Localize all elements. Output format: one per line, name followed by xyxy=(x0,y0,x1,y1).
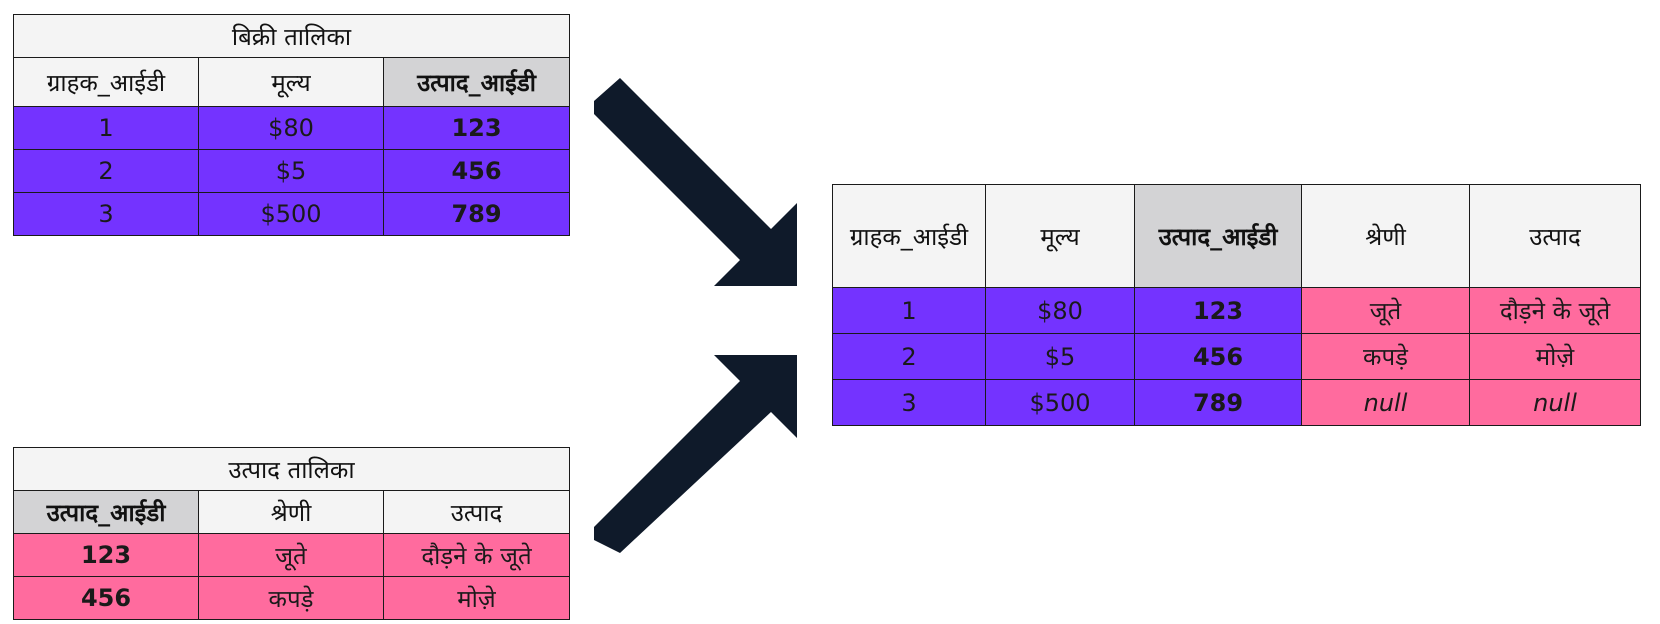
sales-table-caption: बिक्री तालिका xyxy=(13,14,570,58)
table-row: 123 जूते दौड़ने के जूते xyxy=(13,533,570,577)
product-cell-product: मोज़े xyxy=(383,576,570,620)
sales-header-product-id: उत्पाद_आईडी xyxy=(383,57,570,107)
product-table-caption-row: उत्पाद तालिका xyxy=(13,447,570,491)
product-header-product: उत्पाद xyxy=(383,490,570,534)
result-header-product: उत्पाद xyxy=(1469,184,1641,288)
sales-header-customer-id: ग्राहक_आईडी xyxy=(13,57,199,107)
product-table-header-row: उत्पाद_आईडी श्रेणी उत्पाद xyxy=(13,490,570,534)
product-cell-product-id: 456 xyxy=(13,576,199,620)
result-cell-customer-id: 2 xyxy=(832,333,986,380)
result-cell-category: null xyxy=(1301,379,1470,426)
sales-table-caption-row: बिक्री तालिका xyxy=(13,14,570,58)
result-cell-customer-id: 1 xyxy=(832,287,986,334)
table-row: 1 $80 123 xyxy=(13,106,570,150)
result-table-header-row: ग्राहक_आईडी मूल्य उत्पाद_आईडी श्रेणी उत्… xyxy=(832,184,1641,288)
product-table-caption: उत्पाद तालिका xyxy=(13,447,570,491)
sales-cell-customer-id: 1 xyxy=(13,106,199,150)
result-header-product-id: उत्पाद_आईडी xyxy=(1134,184,1302,288)
sales-cell-product-id: 123 xyxy=(383,106,570,150)
sales-cell-product-id: 456 xyxy=(383,149,570,193)
result-cell-category: जूते xyxy=(1301,287,1470,334)
result-cell-product-id: 123 xyxy=(1134,287,1302,334)
result-header-category: श्रेणी xyxy=(1301,184,1470,288)
arrow-down-right-icon xyxy=(594,78,797,286)
result-cell-product: null xyxy=(1469,379,1641,426)
result-cell-product-id: 789 xyxy=(1134,379,1302,426)
result-cell-price: $80 xyxy=(985,287,1135,334)
result-cell-product: मोज़े xyxy=(1469,333,1641,380)
result-cell-product-id: 456 xyxy=(1134,333,1302,380)
result-cell-price: $5 xyxy=(985,333,1135,380)
result-cell-product: दौड़ने के जूते xyxy=(1469,287,1641,334)
result-cell-category: कपड़े xyxy=(1301,333,1470,380)
table-row: 3 $500 789 null null xyxy=(832,379,1641,426)
sales-cell-product-id: 789 xyxy=(383,192,570,236)
product-cell-product: दौड़ने के जूते xyxy=(383,533,570,577)
result-header-price: मूल्य xyxy=(985,184,1135,288)
result-header-customer-id: ग्राहक_आईडी xyxy=(832,184,986,288)
sales-table-header-row: ग्राहक_आईडी मूल्य उत्पाद_आईडी xyxy=(13,57,570,107)
table-row: 2 $5 456 कपड़े मोज़े xyxy=(832,333,1641,380)
sales-table: बिक्री तालिका ग्राहक_आईडी मूल्य उत्पाद_आ… xyxy=(13,14,570,236)
arrow-up-right-icon xyxy=(594,355,797,553)
table-row: 3 $500 789 xyxy=(13,192,570,236)
sales-cell-price: $80 xyxy=(198,106,384,150)
product-header-product-id: उत्पाद_आईडी xyxy=(13,490,199,534)
result-cell-customer-id: 3 xyxy=(832,379,986,426)
table-row: 1 $80 123 जूते दौड़ने के जूते xyxy=(832,287,1641,334)
product-cell-category: कपड़े xyxy=(198,576,384,620)
result-cell-price: $500 xyxy=(985,379,1135,426)
product-header-category: श्रेणी xyxy=(198,490,384,534)
table-row: 2 $5 456 xyxy=(13,149,570,193)
sales-cell-price: $500 xyxy=(198,192,384,236)
result-table: ग्राहक_आईडी मूल्य उत्पाद_आईडी श्रेणी उत्… xyxy=(832,184,1641,426)
product-table: उत्पाद तालिका उत्पाद_आईडी श्रेणी उत्पाद … xyxy=(13,447,570,620)
table-row: 456 कपड़े मोज़े xyxy=(13,576,570,620)
sales-cell-customer-id: 3 xyxy=(13,192,199,236)
